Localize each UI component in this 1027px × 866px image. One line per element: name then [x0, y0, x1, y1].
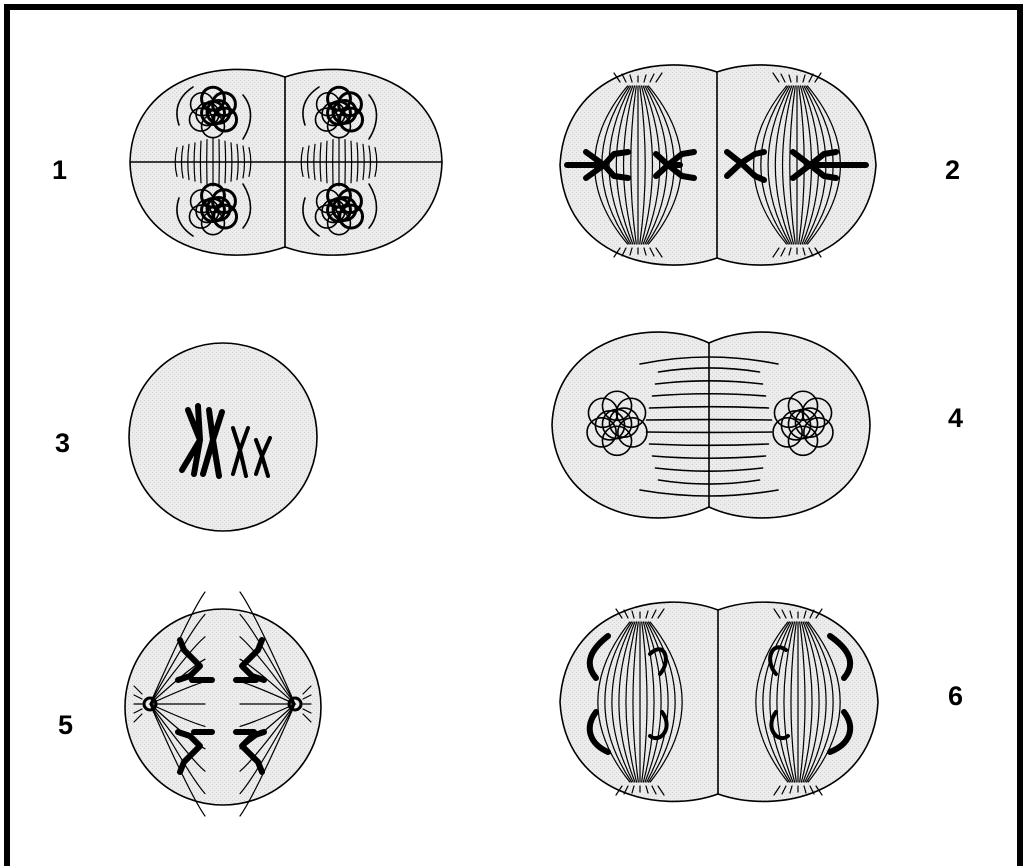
cell-2-diagram — [560, 65, 876, 265]
spindle-fiber — [225, 141, 226, 183]
stage-label-3: 3 — [55, 430, 70, 457]
spindle-fiber — [351, 141, 352, 183]
stage-label-5: 5 — [58, 712, 73, 739]
spindle-fiber — [326, 141, 327, 183]
cell-3-diagram — [129, 343, 317, 531]
cell-4-diagram — [552, 332, 870, 518]
cell-5-diagram — [125, 592, 321, 816]
stage-label-2: 2 — [945, 157, 960, 184]
spindle-fiber — [200, 141, 201, 183]
stage-label-4: 4 — [948, 405, 963, 432]
cell-6-diagram — [560, 602, 878, 801]
stage-label-1: 1 — [52, 157, 67, 184]
stage-label-6: 6 — [948, 683, 963, 710]
cell-1-diagram — [130, 69, 442, 255]
